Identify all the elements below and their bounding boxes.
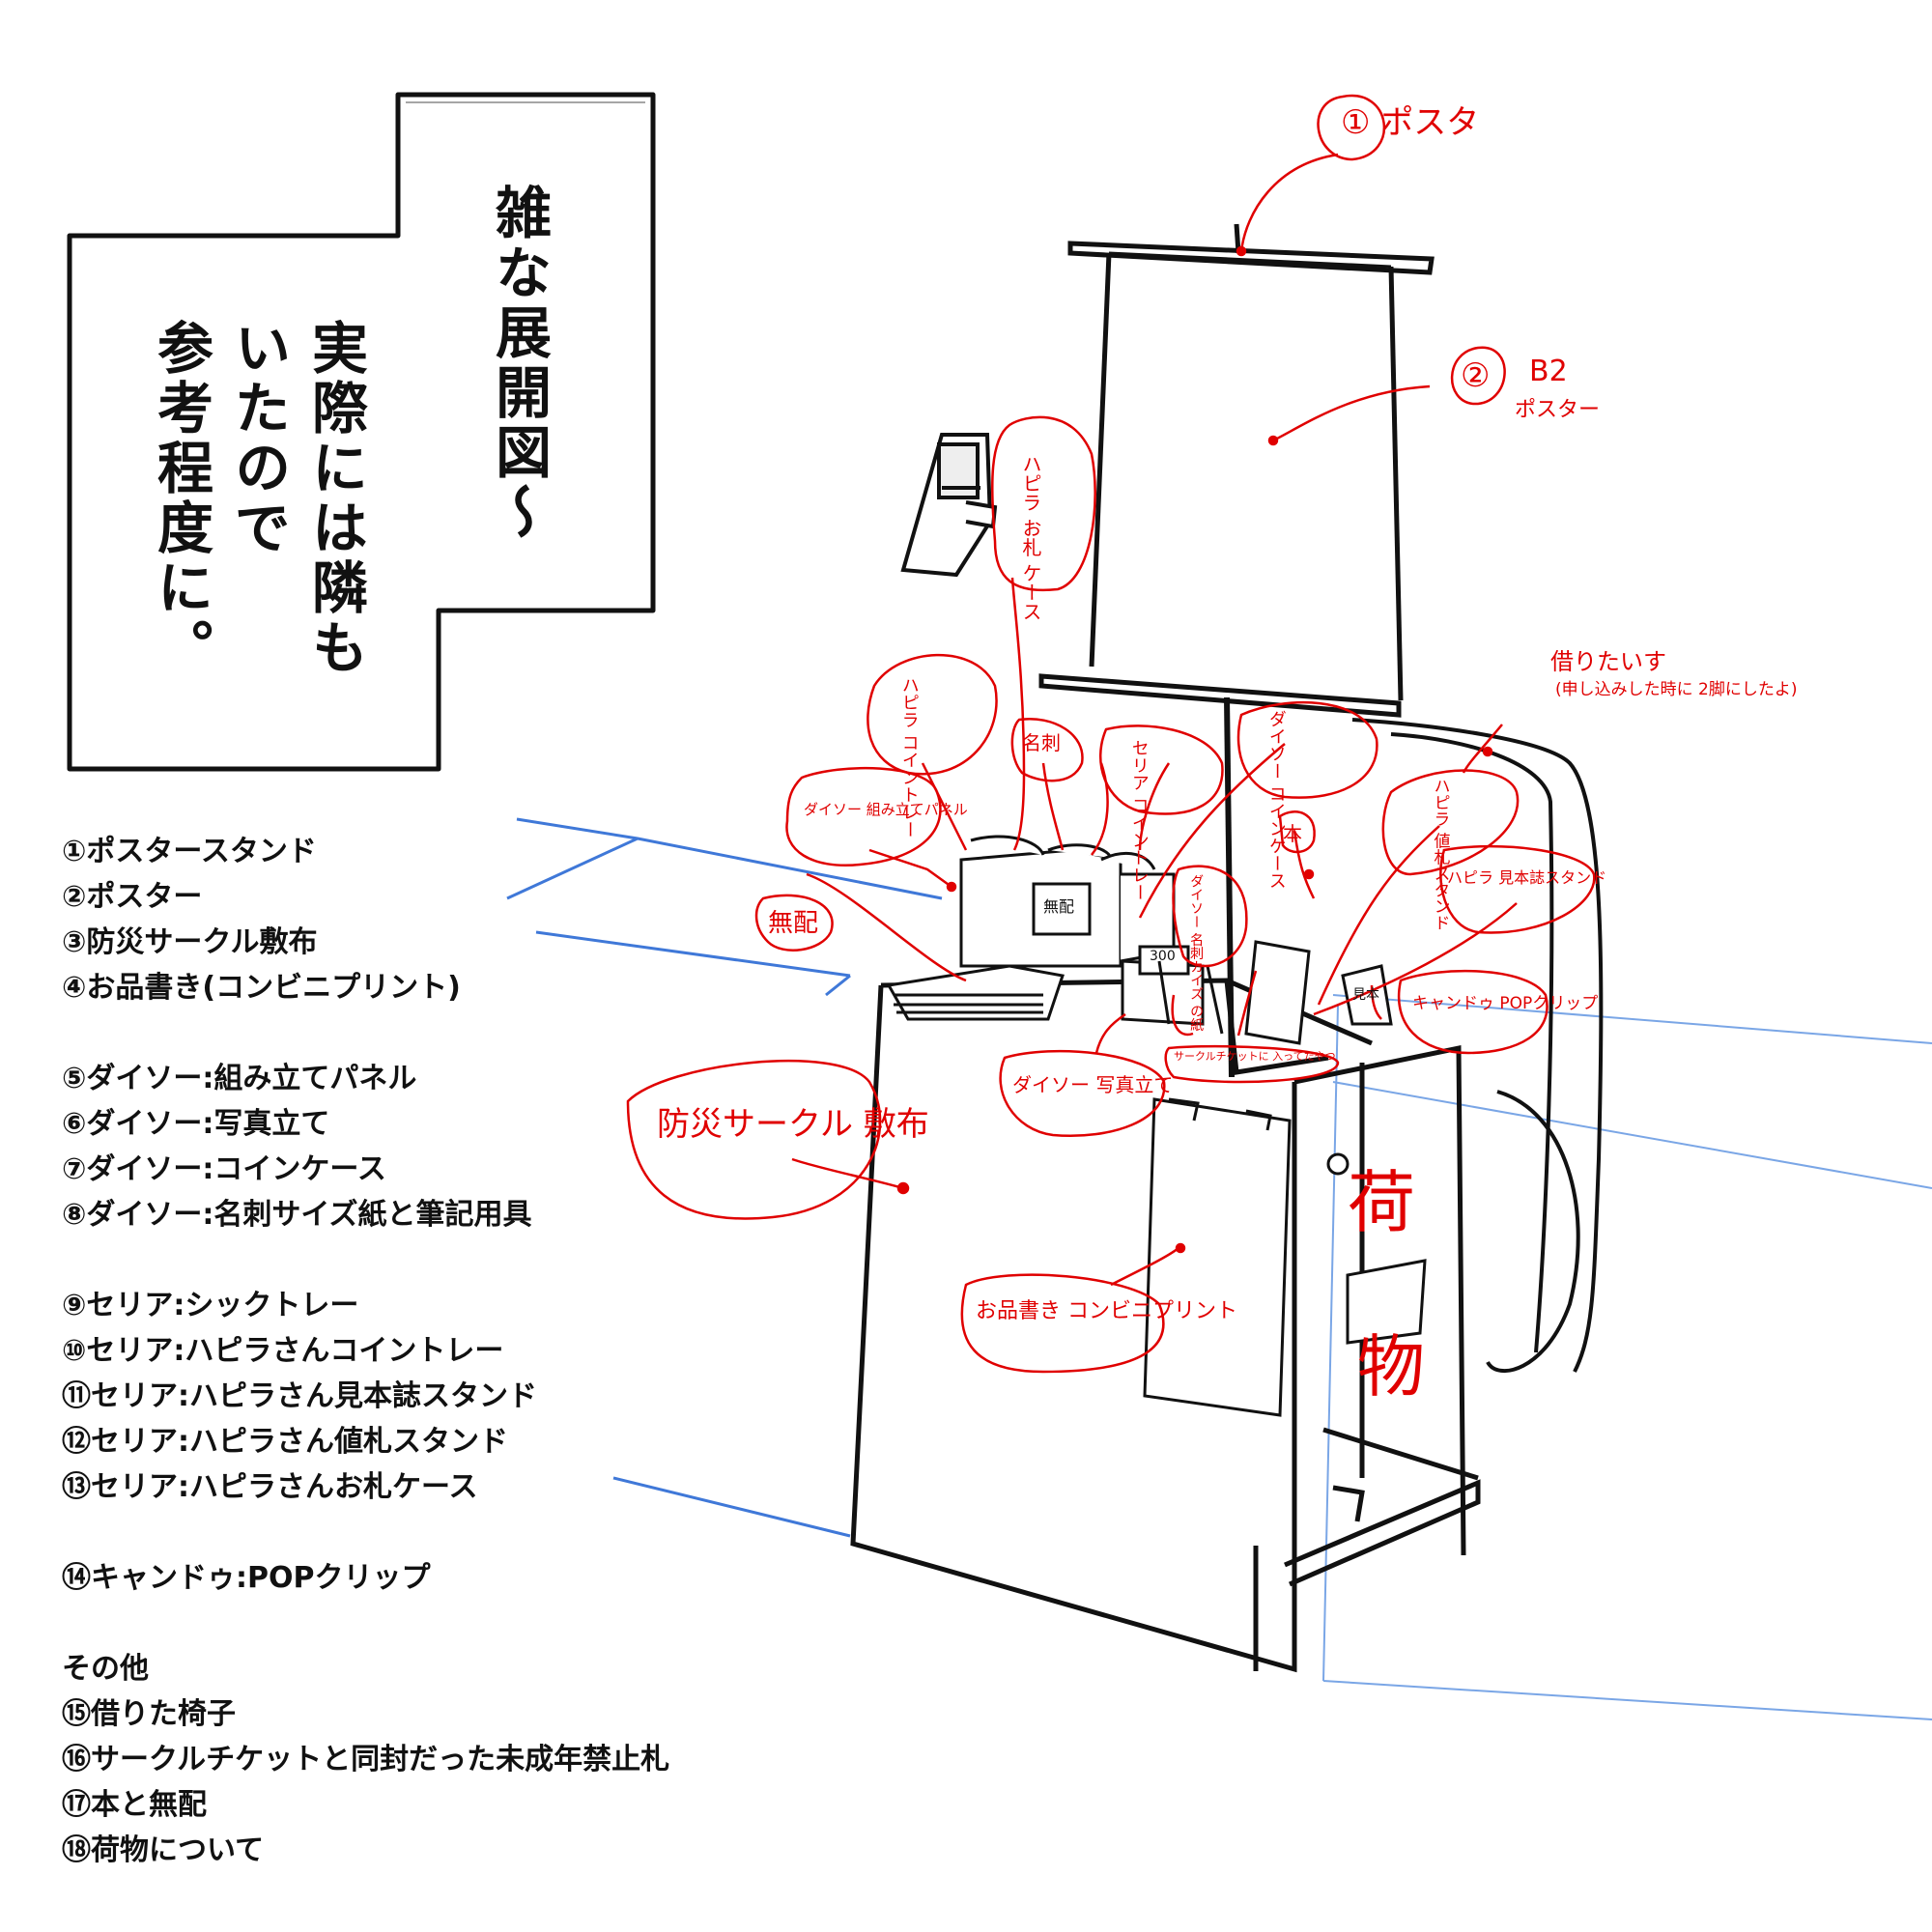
legend-item: ⑥ダイソー:写真立て bbox=[62, 1107, 330, 1141]
legend-item: ⑦ダイソー:コインケース bbox=[62, 1152, 386, 1186]
bill-case bbox=[900, 433, 998, 578]
caption-line-3: いたので bbox=[225, 319, 291, 558]
perspective-guides bbox=[506, 817, 943, 1538]
legend-spacer bbox=[62, 1510, 912, 1555]
book-stack bbox=[886, 964, 1065, 1021]
note-poster-label: ポスター bbox=[1515, 398, 1601, 422]
legend-item: ⑤ダイソー:組み立てパネル bbox=[62, 1062, 417, 1095]
legend-item: ⑯サークルチケットと同封だった未成年禁止札 bbox=[62, 1743, 670, 1776]
note-poster-number: ② bbox=[1461, 356, 1491, 395]
caption-line-4: 参考程度に。 bbox=[148, 319, 213, 678]
note-cloth: 防災サークル 敷布 bbox=[657, 1105, 929, 1144]
note-coin-tray-happy: ハピラ コイントレー bbox=[898, 676, 920, 838]
legend-item: ⑫セリア:ハピラさん値札スタンド bbox=[62, 1425, 508, 1459]
legend-item: ⑨セリア:シックトレー bbox=[62, 1289, 359, 1322]
table-items bbox=[959, 835, 1393, 1045]
annotation-leaders bbox=[791, 153, 1518, 1287]
note-hon: 本 bbox=[1283, 822, 1302, 845]
note-bill-case: ハピラ お札 ケース bbox=[1019, 454, 1042, 621]
legend-item: ⑭キャンドゥ:POPクリップ bbox=[62, 1561, 431, 1595]
note-poster-stand: ① ポスタ bbox=[1341, 103, 1480, 142]
note-meishi: 名刺 bbox=[1022, 731, 1061, 754]
note-daiso-coin-case: ダイソー コインケース bbox=[1265, 710, 1287, 890]
note-menu: お品書き コンビニプリント bbox=[976, 1299, 1237, 1323]
legend-item: ⑱荷物について bbox=[62, 1833, 265, 1867]
note-price-stand: ハピラ 値札スタンド bbox=[1430, 778, 1450, 931]
note-poster-b2: B2 bbox=[1529, 355, 1568, 388]
muhai-tag-label: 無配 bbox=[1043, 897, 1075, 916]
note-luggage-1: 荷 bbox=[1348, 1163, 1415, 1242]
note-daiso-paper: ダイソー 名刺カイズ の紙 bbox=[1188, 874, 1205, 1032]
note-borrowed: 借りたいす bbox=[1550, 648, 1666, 675]
price-tag-label: 300 bbox=[1150, 949, 1176, 964]
note-cando-clip: キャンドゥ POPクリップ bbox=[1412, 994, 1599, 1013]
legend-spacer bbox=[62, 1010, 912, 1056]
legend-item: ⑮借りた椅子 bbox=[62, 1697, 236, 1731]
legend-item: ⑩セリア:ハピラさんコイントレー bbox=[62, 1334, 504, 1368]
legend-item: ⑬セリア:ハピラさんお札ケース bbox=[62, 1470, 478, 1504]
legend-spacer bbox=[62, 1237, 912, 1283]
table bbox=[850, 978, 1481, 1673]
luggage bbox=[1326, 1152, 1427, 1345]
legend-item: ⑧ダイソー:名刺サイズ紙と筆記用具 bbox=[62, 1198, 532, 1232]
note-daiso-photo: ダイソー 写真立て bbox=[1012, 1073, 1174, 1096]
annotation-bubbles bbox=[626, 94, 1596, 1374]
caption-line-2: 実際には隣も bbox=[302, 319, 368, 678]
legend-item: ③防災サークル敷布 bbox=[62, 925, 318, 959]
legend-item: ①ポスタースタンド bbox=[62, 835, 317, 868]
legend-spacer bbox=[62, 1601, 912, 1646]
sample-tag-label: 見本 bbox=[1352, 987, 1379, 1003]
legend-item: ⑰本と無配 bbox=[62, 1788, 207, 1822]
note-ticket: サークルチケットに 入ってたやつ bbox=[1174, 1050, 1336, 1063]
note-muhai: 無配 bbox=[768, 909, 819, 938]
legend: ①ポスタースタンド ②ポスター ③防災サークル敷布 ④お品書き(コンビニプリント… bbox=[62, 829, 912, 1873]
note-daiso-panel: ダイソー 組み立てパネル bbox=[804, 801, 968, 818]
legend-item: ⑪セリア:ハピラさん見本誌スタンド bbox=[62, 1379, 537, 1413]
caption-line-1: 雑な展開図〜 bbox=[486, 184, 552, 543]
legend-heading-other: その他 bbox=[62, 1652, 149, 1686]
note-sample-stand: ハピラ 見本誌スタンド bbox=[1447, 868, 1607, 887]
legend-item: ②ポスター bbox=[62, 880, 203, 914]
note-luggage-2: 物 bbox=[1357, 1327, 1425, 1406]
note-borrowed-detail: (申し込みした時に 2脚にしたよ) bbox=[1555, 680, 1798, 699]
legend-item: ④お品書き(コンビニプリント) bbox=[62, 971, 461, 1005]
note-seria-coin-tray: セリア コイントレー bbox=[1128, 739, 1150, 901]
